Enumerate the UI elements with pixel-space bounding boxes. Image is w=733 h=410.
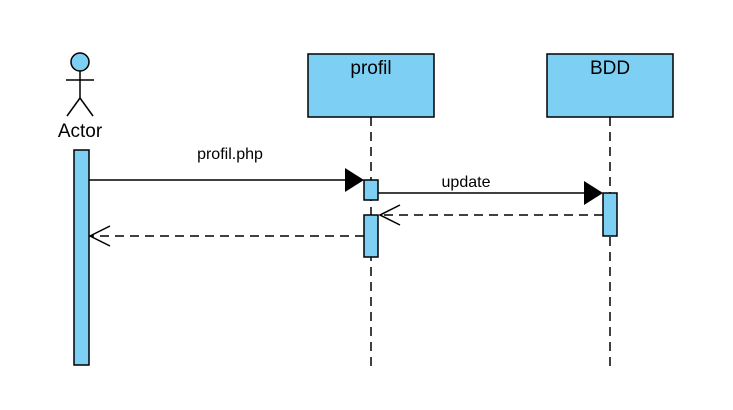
actor [66, 52, 94, 117]
actor-label: Actor [58, 121, 103, 142]
message-label: update [442, 174, 491, 191]
return-message-bdd-to-profil [378, 204, 603, 226]
filled-arrowhead-icon [584, 181, 603, 205]
open-arrowhead-icon [88, 225, 111, 247]
lifeline-label-profil: profil [350, 58, 391, 79]
message-profil-php: profil.php [89, 146, 364, 192]
actor-activation-bar [73, 149, 90, 366]
lifeline-box-bdd [546, 53, 674, 118]
actor-right-leg [79, 97, 94, 117]
lifeline-box-profil [307, 53, 435, 118]
return-message-profil-to-actor [88, 225, 364, 247]
actor-head [70, 52, 90, 72]
profil-activation-bar-2 [363, 214, 379, 258]
message-update: update [378, 174, 603, 205]
lifeline-label-bdd: BDD [590, 58, 630, 79]
profil-activation-bar-1 [363, 179, 379, 201]
bdd-activation-bar [602, 192, 618, 237]
open-arrowhead-icon [378, 204, 401, 226]
filled-arrowhead-icon [345, 168, 364, 192]
message-label: profil.php [197, 146, 263, 163]
actor-left-leg [66, 97, 81, 117]
